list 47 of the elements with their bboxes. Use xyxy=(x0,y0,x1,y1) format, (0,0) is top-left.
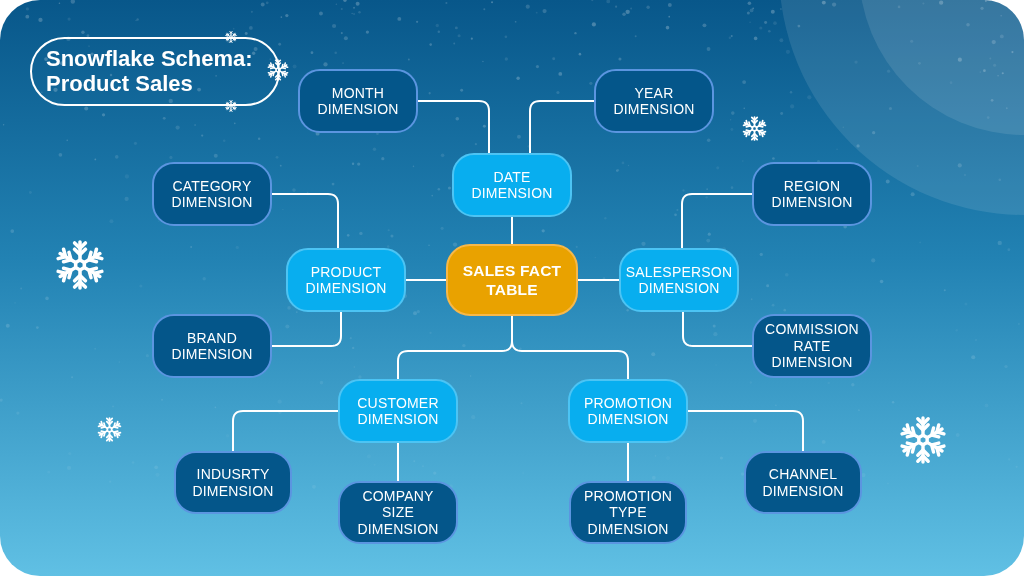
dimension-box xyxy=(744,451,862,514)
dimension-name: PRODUCT DIMENSION xyxy=(304,263,388,297)
dimension-name: PROMOTION TYPE DIMENSION xyxy=(582,487,674,538)
connector-line xyxy=(511,216,513,245)
dimension-name: INDUSRTY DIMENSION xyxy=(191,466,275,499)
connector-line xyxy=(577,279,620,281)
dimension-box xyxy=(338,379,458,443)
dimension-box xyxy=(338,481,458,544)
connector-line xyxy=(511,315,629,380)
connector-line xyxy=(232,410,339,452)
connector-line xyxy=(417,100,490,154)
dimension-name: COMMISSION RATE DIMENSION xyxy=(764,321,860,371)
dimension-name: CHANNEL DIMENSION xyxy=(761,466,845,499)
dimension-name: CATEGORY DIMENSION xyxy=(170,177,254,211)
connector-line xyxy=(681,193,753,249)
dimension-box xyxy=(152,162,272,226)
dimension-box xyxy=(298,69,418,133)
connector-line xyxy=(271,193,339,249)
dimension-box xyxy=(752,314,872,378)
dimension-box xyxy=(568,379,688,443)
connector-line xyxy=(397,442,399,482)
connector-line xyxy=(687,410,804,452)
connector-line xyxy=(627,442,629,482)
fact-table-name: SALES FACT TABLE xyxy=(461,261,563,299)
dimension-name: MONTH DIMENSION xyxy=(316,84,400,118)
dimension-box xyxy=(152,314,272,378)
dimension-name: DATE DIMENSION xyxy=(470,168,554,202)
dimension-box xyxy=(286,248,406,312)
connector-line xyxy=(405,279,447,281)
dimension-box xyxy=(452,153,572,217)
connector-line xyxy=(529,100,595,154)
dimension-name: COMPANY SIZE DIMENSION xyxy=(356,487,440,538)
dimension-name: CUSTOMER DIMENSION xyxy=(356,394,440,428)
fact-table-box xyxy=(446,244,578,316)
dimension-box xyxy=(594,69,714,133)
dimension-box xyxy=(174,451,292,514)
dimension-name: PROMOTION DIMENSION xyxy=(582,394,674,428)
dimension-name: SALESPERSON DIMENSION xyxy=(625,263,733,297)
dimension-box xyxy=(619,248,739,312)
dimension-name: REGION DIMENSION xyxy=(770,177,854,211)
dimension-name: BRAND DIMENSION xyxy=(170,329,254,363)
connector-line xyxy=(682,311,753,347)
dimension-name: YEAR DIMENSION xyxy=(612,84,696,118)
dimension-box xyxy=(569,481,687,544)
connector-line xyxy=(271,311,342,347)
diagram-title: Snowflake Schema: Product Sales xyxy=(30,37,280,106)
dimension-box xyxy=(752,162,872,226)
